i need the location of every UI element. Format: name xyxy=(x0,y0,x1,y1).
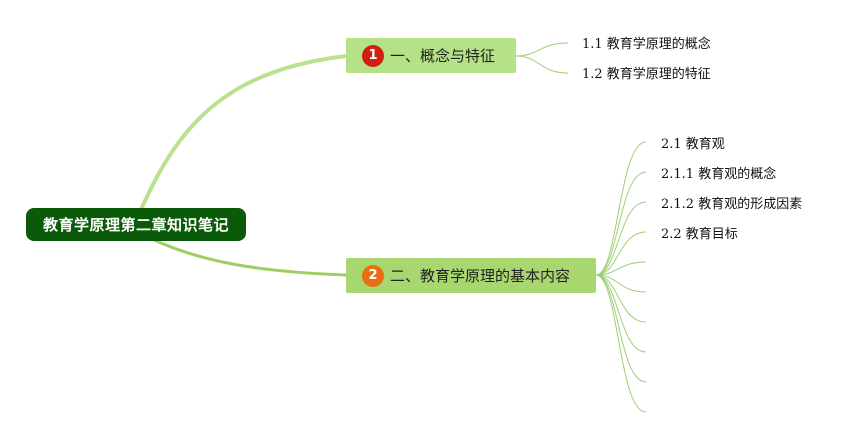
leaf-node-1-1[interactable]: 1.1 教育学原理的概念 xyxy=(582,37,711,52)
leaf-line-topic-2-7 xyxy=(595,274,647,323)
leaf-line-topic-2-8 xyxy=(595,274,647,353)
topic-node-2[interactable]: 2 二、教育学原理的基本内容 xyxy=(346,258,596,293)
leaf-line-topic-2-1 xyxy=(595,141,647,276)
leaf-line-topic-2-4 xyxy=(595,231,647,276)
topic-label-2: 二、教育学原理的基本内容 xyxy=(390,267,571,285)
branch-line-topic-2 xyxy=(148,236,348,277)
root-title: 教育学原理第二章知识笔记 xyxy=(42,216,229,234)
leaf-line-topic-2-3 xyxy=(595,201,647,276)
leaf-node-2-4[interactable]: 2.2 教育目标 xyxy=(661,227,738,242)
leaf-node-1-2[interactable]: 1.2 教育学原理的特征 xyxy=(582,67,711,82)
leaf-node-2-1[interactable]: 2.1 教育观 xyxy=(661,137,725,152)
leaf-node-2-2[interactable]: 2.1.1 教育观的概念 xyxy=(661,167,777,182)
number-badge-2: 2 xyxy=(362,264,384,287)
leaf-line-topic-2-5 xyxy=(595,261,647,276)
leaf-line-topic-2-10 xyxy=(595,274,647,413)
topic-node-1[interactable]: 1 一、概念与特征 xyxy=(346,38,516,73)
topic-label-1: 一、概念与特征 xyxy=(390,47,496,65)
root-node[interactable]: 教育学原理第二章知识笔记 xyxy=(26,208,246,241)
leaf-line-topic-1-2 xyxy=(515,55,569,74)
leaf-line-topic-2-2 xyxy=(595,171,647,276)
leaf-node-2-3[interactable]: 2.1.2 教育观的形成因素 xyxy=(661,197,803,212)
leaf-line-topic-1-1 xyxy=(515,42,569,57)
leaf-line-topic-2-6 xyxy=(595,274,647,293)
leaf-lines-topic-2 xyxy=(595,141,647,413)
leaf-lines-topic-1 xyxy=(515,42,569,74)
number-badge-1: 1 xyxy=(362,44,384,67)
branch-line-topic-1 xyxy=(138,54,348,214)
